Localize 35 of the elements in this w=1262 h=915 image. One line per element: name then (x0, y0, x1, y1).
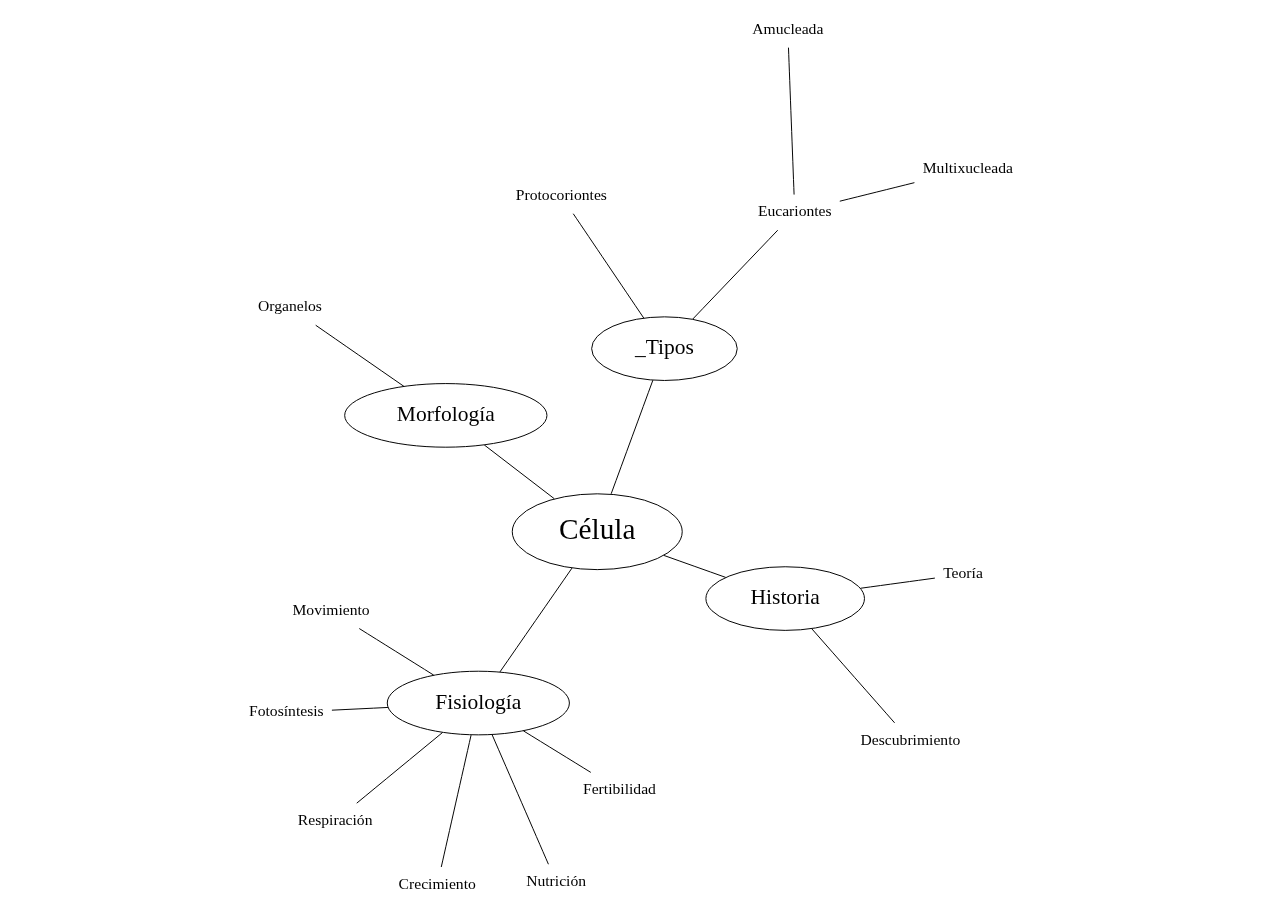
node-text: Amucleada (752, 19, 824, 37)
connector (315, 324, 405, 387)
node-ellipse: Célula (511, 493, 683, 571)
connector (356, 732, 444, 804)
connector (499, 567, 573, 673)
connector (440, 734, 472, 868)
node-text: Fotosíntesis (249, 702, 324, 720)
node-text: Movimiento (292, 600, 370, 618)
connector (491, 734, 549, 865)
node-text: Eucariontes (757, 202, 832, 220)
node-ellipse: Historia (705, 566, 865, 631)
node-ellipse: _Tipos (591, 316, 738, 381)
node-ellipse: Fisiología (386, 670, 570, 736)
connector (811, 628, 896, 724)
node-text: Fertibilidad (582, 779, 656, 797)
connector (483, 444, 555, 500)
node-text: Descubrimiento (860, 730, 961, 748)
connector (663, 554, 727, 578)
node-text: Multixucleada (922, 159, 1013, 177)
connector (358, 628, 435, 676)
node-text: Protocoriontes (515, 185, 607, 203)
connector (692, 229, 779, 320)
connector (839, 182, 915, 202)
node-ellipse: Morfología (344, 383, 548, 448)
node-text: Respiración (297, 810, 373, 828)
connector (788, 47, 795, 196)
node-text: Organelos (257, 297, 322, 315)
connector (610, 379, 654, 495)
node-text: Nutrición (526, 871, 587, 889)
connector (860, 577, 936, 589)
node-text: Crecimiento (398, 874, 476, 892)
connector (572, 213, 645, 319)
connector (331, 706, 389, 711)
connector (522, 730, 592, 773)
node-text: Teoría (943, 563, 983, 581)
